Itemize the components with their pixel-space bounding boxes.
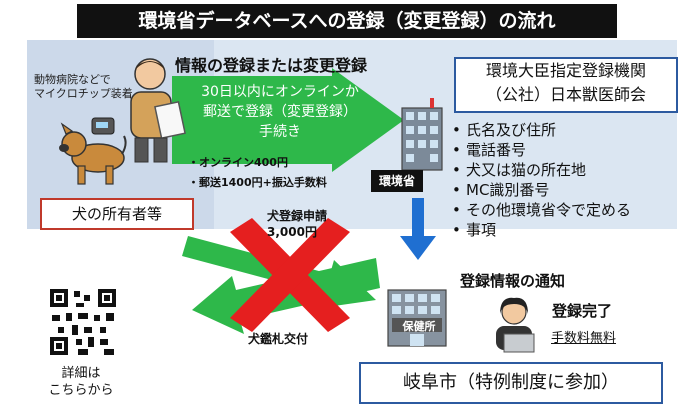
registration-arrow-text: 30日以内にオンラインか 郵送で登録（変更登録） 手続き <box>185 82 375 142</box>
registration-heading: 情報の登録または変更登録 <box>175 56 368 75</box>
dog-registration-line1: 犬登録申請 <box>267 209 328 223</box>
microchip-caption-line1: 動物病院などで <box>34 73 111 86</box>
agency-box: 環境大臣指定登録機関 （公社）日本獣医師会 <box>454 57 678 113</box>
agency-line2: （公社）日本獣医師会 <box>485 85 646 104</box>
list-item: その他環境省令で定める <box>452 200 631 220</box>
notification-arrow <box>400 198 436 260</box>
staff-person-icon <box>496 297 535 353</box>
registered-items-list: 氏名及び住所 電話番号 犬又は猫の所在地 MC識別番号 その他環境省令で定める … <box>452 120 631 240</box>
notification-title: 登録情報の通知 <box>460 272 566 290</box>
chip-reader-icon <box>91 117 115 135</box>
dog-icon <box>59 122 127 185</box>
qr-caption-line2: こちらから <box>48 383 114 398</box>
health-center-building-icon <box>387 289 447 347</box>
list-item: 犬又は猫の所在地 <box>452 160 631 180</box>
qr-caption-line1: 詳細は <box>61 366 101 381</box>
qr-code[interactable] <box>48 287 118 357</box>
microchip-caption: 動物病院などで マイクロチップ装着 <box>34 73 133 101</box>
qr-caption: 詳細は こちらから <box>46 365 116 399</box>
old-flow-arrows <box>182 218 380 334</box>
fee-free-text: 手数料無料 <box>551 331 617 346</box>
agency-line1: 環境大臣指定登録機関 <box>485 61 646 80</box>
arrow-text-line2: 郵送で登録（変更登録） <box>203 104 357 120</box>
owner-person-icon <box>130 58 186 163</box>
health-center-label: 保健所 <box>402 320 436 333</box>
list-item: 事項 <box>452 220 631 240</box>
owner-label: 犬の所有者等 <box>40 198 194 230</box>
city-box: 岐阜市（特例制度に参加） <box>359 362 663 404</box>
registration-complete-title: 登録完了 <box>552 302 613 320</box>
fee-online: ・オンライン400円 <box>188 156 288 169</box>
list-item: 氏名及び住所 <box>452 120 631 140</box>
page-title: 環境省データベースへの登録（変更登録）の流れ <box>77 4 617 38</box>
dog-registration-label: 犬登録申請 3,000円 <box>267 208 327 240</box>
microchip-caption-line2: マイクロチップ装着 <box>34 87 133 100</box>
arrow-text-line1: 30日以内にオンラインか <box>201 84 359 100</box>
dog-tag-label: 犬鑑札交付 <box>248 332 309 346</box>
arrow-text-line3: 手続き <box>259 124 301 140</box>
dog-registration-line2: 3,000円 <box>267 225 317 239</box>
ministry-label: 環境省 <box>371 170 423 192</box>
registration-arrow <box>172 68 404 172</box>
list-item: MC識別番号 <box>452 180 631 200</box>
fee-post: ・郵送1400円+振込手数料 <box>188 176 327 189</box>
ministry-building-icon <box>401 98 443 171</box>
list-item: 電話番号 <box>452 140 631 160</box>
